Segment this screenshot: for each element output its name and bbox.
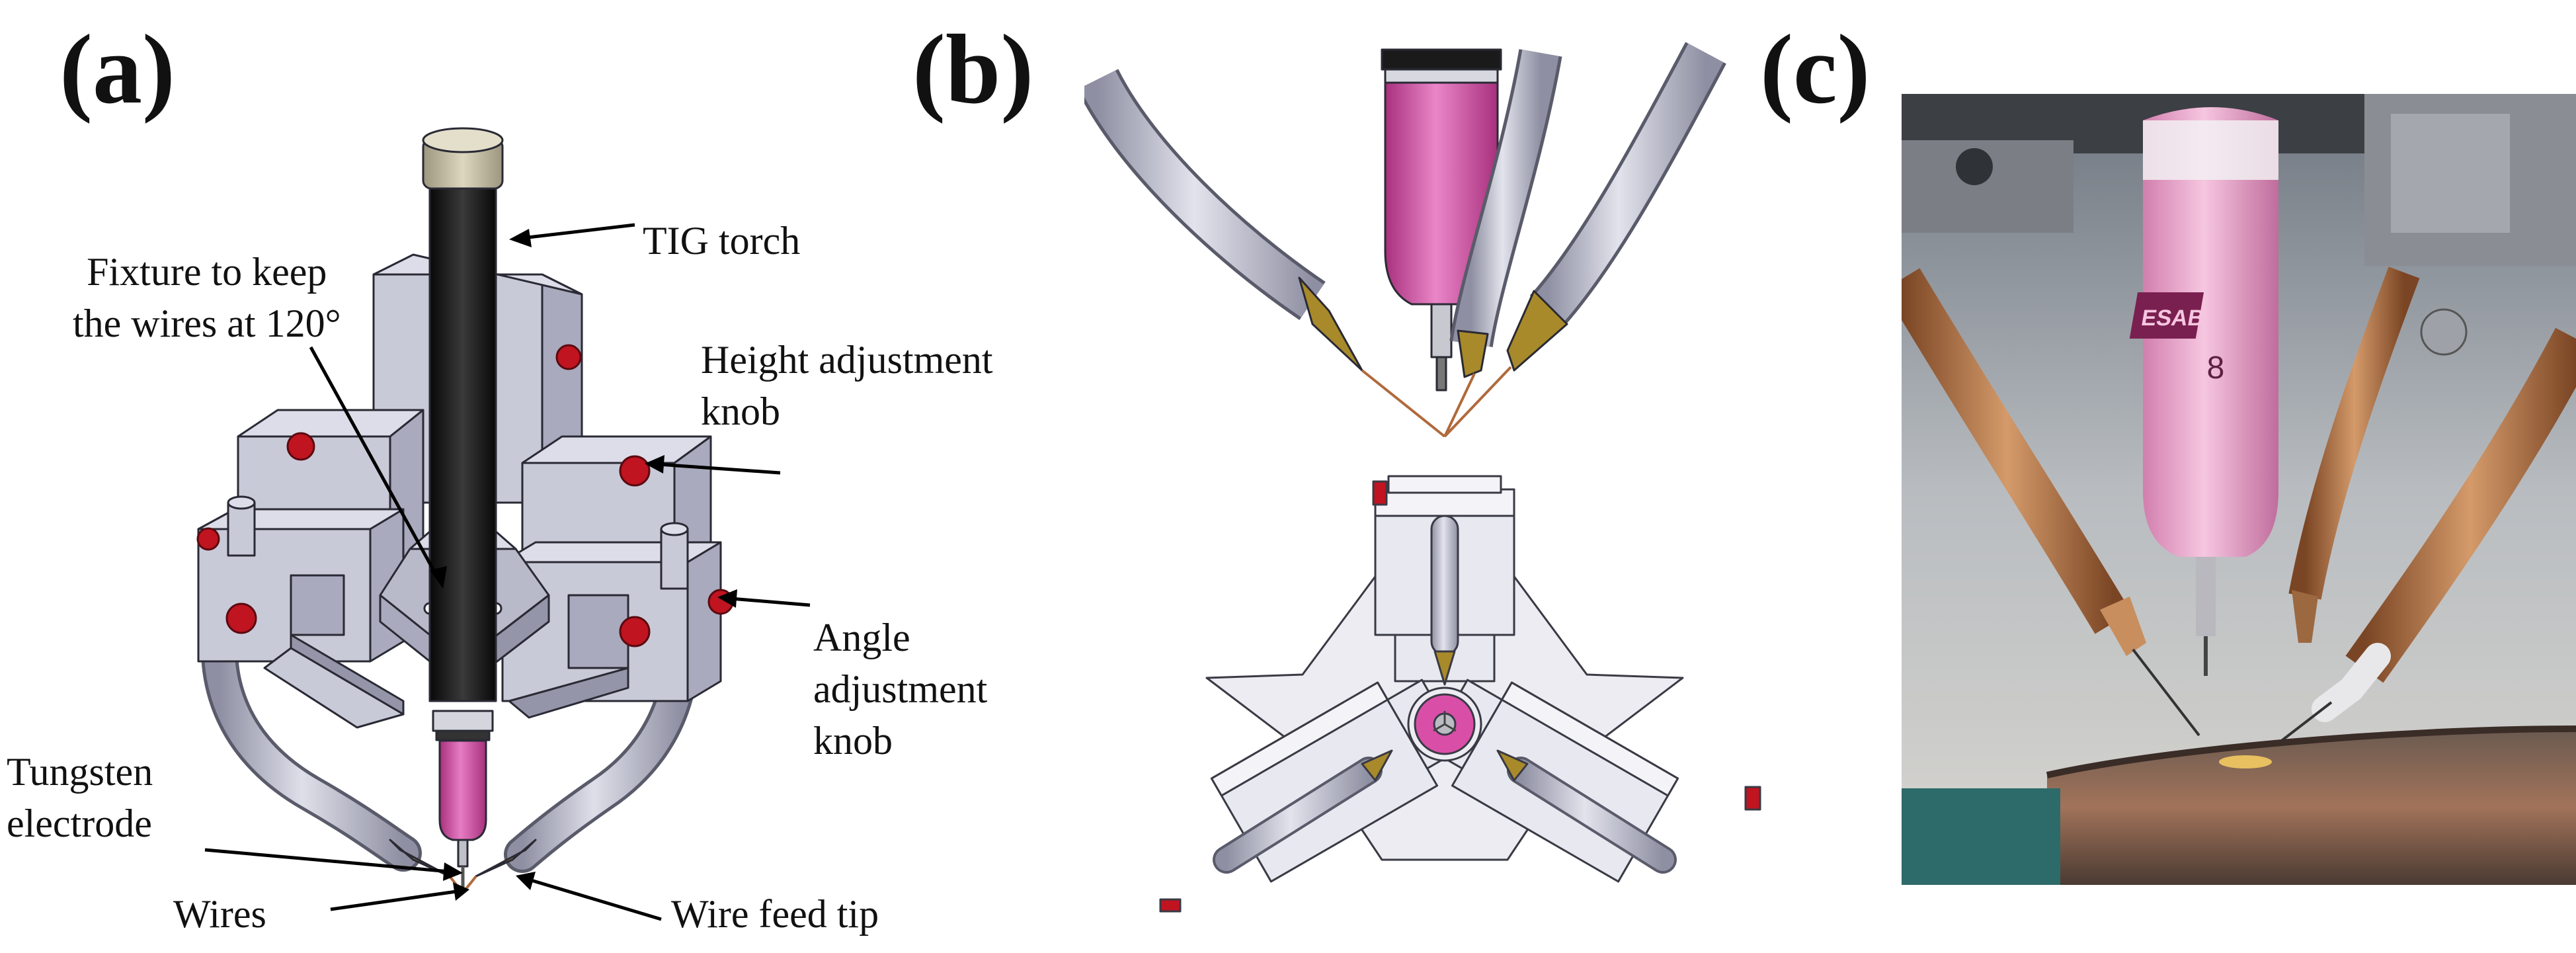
knob-icon xyxy=(555,344,582,370)
knob-icon xyxy=(619,455,651,487)
knob-icon xyxy=(619,616,651,647)
side-left-tip xyxy=(1298,276,1363,372)
panel-a-drawing xyxy=(196,127,811,921)
nozzle-brand-text: ESAB xyxy=(2140,306,2206,331)
tig-torch xyxy=(422,127,504,890)
ceramic-nozzle xyxy=(438,739,487,841)
knob-icon xyxy=(225,602,257,634)
photo-pink-nozzle xyxy=(2143,107,2278,557)
side-middle-tube xyxy=(1453,50,1559,347)
callout-tungsten-electrode: Tungsten electrode xyxy=(7,746,153,849)
photo-workpiece xyxy=(2047,729,2576,885)
callout-tungsten-line2: electrode xyxy=(7,802,152,845)
side-view xyxy=(1084,42,1726,438)
callout-height-knob: Height adjustment knob xyxy=(701,334,993,437)
panel-a-label: (a) xyxy=(60,15,175,124)
callout-wire-feed-tip: Wire feed tip xyxy=(671,892,879,936)
callout-fixture-line1: Fixture to keep xyxy=(87,250,327,294)
photo-right-copper-tube xyxy=(2345,327,2576,683)
nozzle-size-text: 8 xyxy=(2207,351,2225,386)
callout-angle-line1: Angle xyxy=(813,616,910,659)
callout-angle-line3: knob xyxy=(813,719,893,763)
left-fixture-block xyxy=(197,409,424,729)
panel-b-label: (b) xyxy=(912,15,1034,124)
callout-wires: Wires xyxy=(173,892,266,936)
knob-icon xyxy=(196,527,220,551)
left-post xyxy=(227,501,256,557)
callout-fixture: Fixture to keep the wires at 120° xyxy=(73,246,341,349)
photo-illustration: ESAB 8 xyxy=(1902,94,2576,885)
callout-tig-torch: TIG torch xyxy=(643,219,801,263)
side-middle-tip xyxy=(1457,329,1489,378)
callout-fixture-line2: the wires at 120° xyxy=(73,302,341,345)
callout-height-line2: knob xyxy=(701,390,780,433)
panel-b-drawing xyxy=(1084,42,1761,913)
panel-c-label: (c) xyxy=(1760,15,1871,124)
callout-height-line1: Height adjustment xyxy=(701,338,993,382)
top-arm-tube xyxy=(1430,515,1459,656)
top-view xyxy=(1159,475,1761,913)
side-right-tip xyxy=(1506,290,1568,372)
callout-angle-line2: adjustment xyxy=(813,667,988,711)
right-post xyxy=(660,528,689,590)
side-left-tube xyxy=(1084,70,1324,317)
knob-markers xyxy=(196,344,734,647)
callout-angle-knob: Angle adjustment knob xyxy=(813,612,987,767)
esab-logo xyxy=(2129,292,2204,339)
knob-icon xyxy=(286,432,315,461)
callout-tungsten-line1: Tungsten xyxy=(7,750,153,794)
photo-left-copper-tube xyxy=(1902,268,2132,634)
panel-c-photo: ESAB 8 xyxy=(1902,94,2576,885)
side-right-tube xyxy=(1532,43,1724,324)
